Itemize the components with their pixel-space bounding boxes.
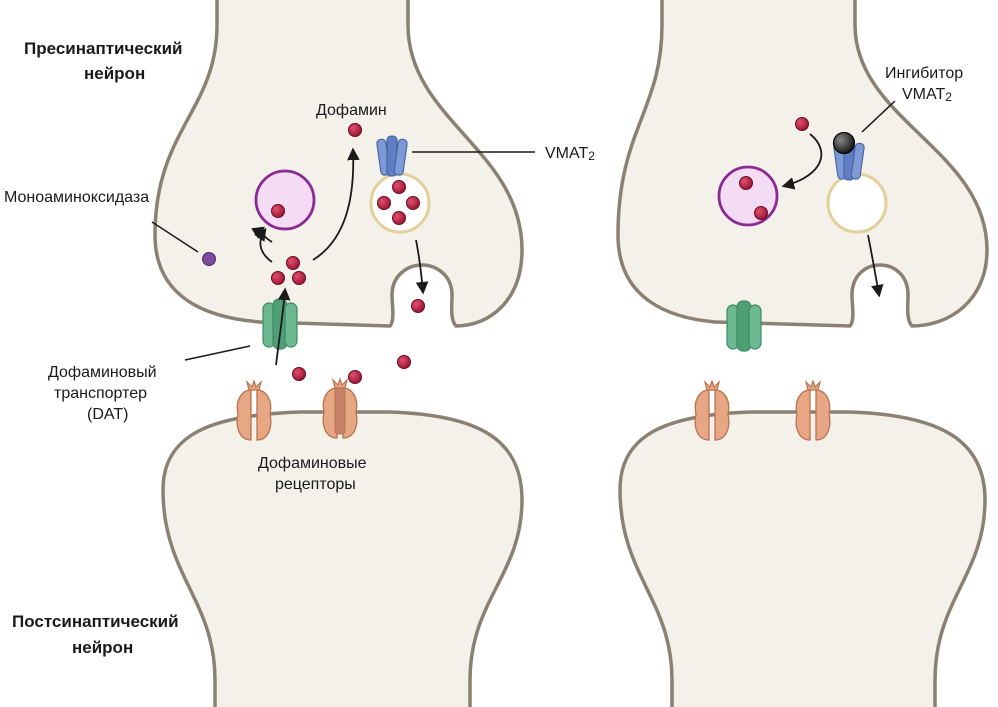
dopamine-molecule [348, 370, 362, 384]
inhibitor-label-line2: VMAT2 [902, 86, 952, 104]
dopamine-molecule [392, 180, 406, 194]
postsynaptic-label-line2: нейрон [72, 638, 133, 657]
dopamine-molecule [406, 196, 420, 210]
inhibitor-label-line1: Ингибитор [885, 65, 963, 82]
dopamine-molecule [286, 256, 300, 270]
vmat2-inhibitor [832, 131, 856, 155]
dat-transporter-right [726, 300, 762, 352]
receptors-label-line1: Дофаминовые [258, 455, 367, 472]
dopamine-molecule [739, 176, 753, 190]
dopamine-molecule [271, 271, 285, 285]
dat-label-line2: транспортер [54, 385, 147, 402]
mao-label: Моноаминоксидаза [4, 189, 149, 206]
mao-enzyme [202, 252, 216, 266]
dat-transporter-left [262, 298, 298, 350]
presynaptic-label-line2: нейрон [84, 64, 145, 83]
mitochondrion-left [254, 169, 316, 231]
vmat2-transporter-left [375, 135, 409, 177]
presynaptic-neuron-left [153, 0, 524, 328]
dat-label-line3: (DAT) [87, 406, 128, 423]
receptors-label-line2: рецепторы [275, 476, 356, 493]
dopamine-label: Дофамин [316, 102, 387, 119]
dopamine-molecule [392, 211, 406, 225]
dopamine-molecule [397, 355, 411, 369]
vmat2-label: VMAT2 [545, 145, 595, 163]
postsynaptic-label-line1: Постсинаптический [12, 612, 179, 631]
postsynaptic-neuron-right [618, 410, 987, 707]
postsynaptic-neuron-left [161, 410, 524, 707]
mitochondrion-right [717, 165, 779, 227]
dopamine-molecule [271, 204, 285, 218]
dopamine-molecule [292, 367, 306, 381]
dopamine-molecule [377, 196, 391, 210]
vesicle-right-empty [826, 172, 888, 234]
dopamine-molecule [348, 123, 362, 137]
dopamine-molecule [795, 117, 809, 131]
dopamine-molecule [411, 299, 425, 313]
presynaptic-label-line1: Пресинаптический [24, 39, 182, 58]
dat-label-line1: Дофаминовый [48, 364, 157, 381]
dopamine-molecule [292, 271, 306, 285]
dopamine-molecule [754, 206, 768, 220]
presynaptic-neuron-right [616, 0, 989, 328]
